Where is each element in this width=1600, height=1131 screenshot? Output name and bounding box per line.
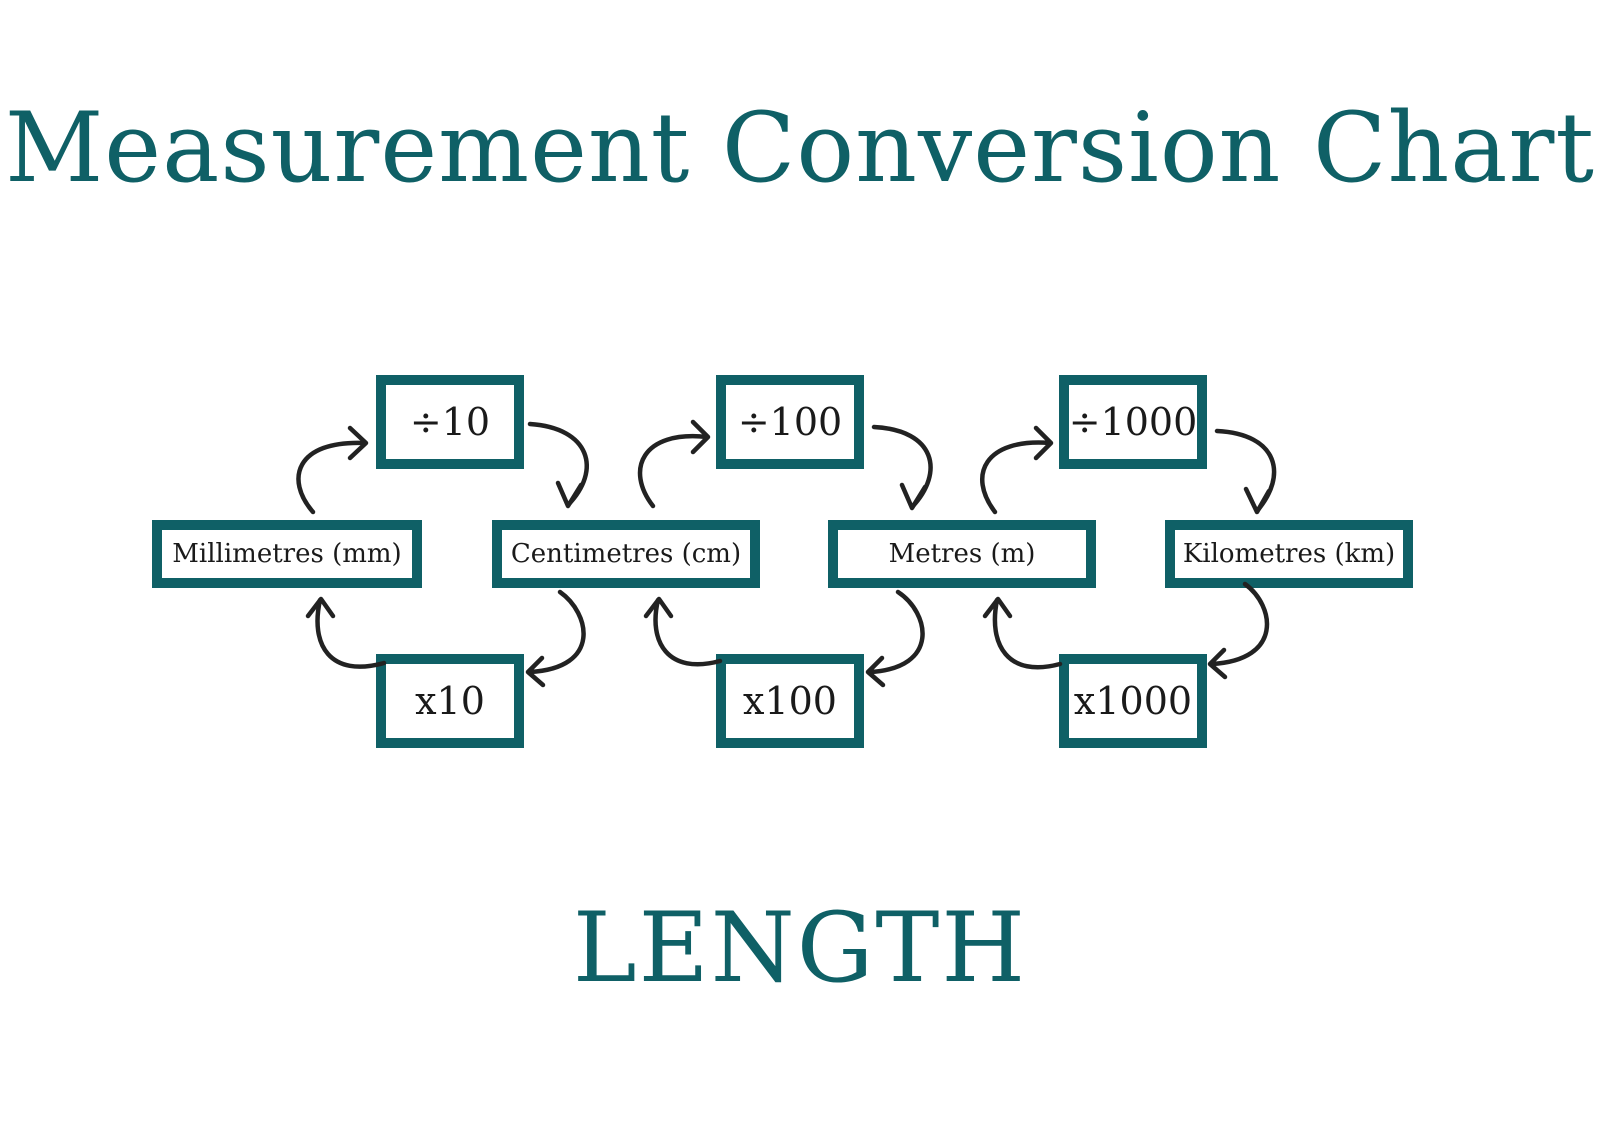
arrow-x100-to-cm <box>643 596 723 667</box>
operation-label: x10 <box>415 679 485 723</box>
arrow-div10-to-cm <box>527 421 589 509</box>
operation-label: x100 <box>743 679 837 723</box>
arrow-m-to-div1000 <box>980 425 1054 515</box>
divide-box-10: ÷10 <box>376 375 524 469</box>
multiply-box-1000: x1000 <box>1059 654 1207 748</box>
unit-box-kilometres: Kilometres (km) <box>1165 520 1413 588</box>
unit-label: Centimetres (cm) <box>510 539 742 569</box>
arrow-x1000-to-m <box>982 596 1063 670</box>
arrow-mm-to-div10 <box>296 425 369 515</box>
arrow-cm-to-div100 <box>637 419 711 509</box>
multiply-box-100: x100 <box>716 654 864 748</box>
unit-label: Millimetres (mm) <box>172 539 402 569</box>
operation-label: ÷100 <box>737 400 843 444</box>
operation-label: x1000 <box>1073 679 1193 723</box>
arrow-m-to-x100 <box>865 589 925 688</box>
unit-label: Kilometres (km) <box>1182 539 1396 569</box>
unit-box-centimetres: Centimetres (cm) <box>492 520 760 588</box>
category-label: LENGTH <box>572 892 1028 1004</box>
divide-box-100: ÷100 <box>716 375 864 469</box>
arrow-x10-to-mm <box>305 596 387 669</box>
unit-box-millimetres: Millimetres (mm) <box>152 520 422 588</box>
divide-box-1000: ÷1000 <box>1059 375 1207 469</box>
arrow-cm-to-x10 <box>525 589 586 688</box>
operation-label: ÷1000 <box>1068 400 1198 444</box>
operation-label: ÷10 <box>409 400 491 444</box>
arrow-km-to-x1000 <box>1207 581 1270 680</box>
page-title: Measurement Conversion Chart <box>4 92 1595 204</box>
unit-label: Metres (m) <box>888 539 1036 569</box>
arrow-div100-to-m <box>871 424 933 511</box>
arrow-div1000-to-km <box>1214 428 1277 515</box>
multiply-box-10: x10 <box>376 654 524 748</box>
unit-box-metres: Metres (m) <box>828 520 1096 588</box>
